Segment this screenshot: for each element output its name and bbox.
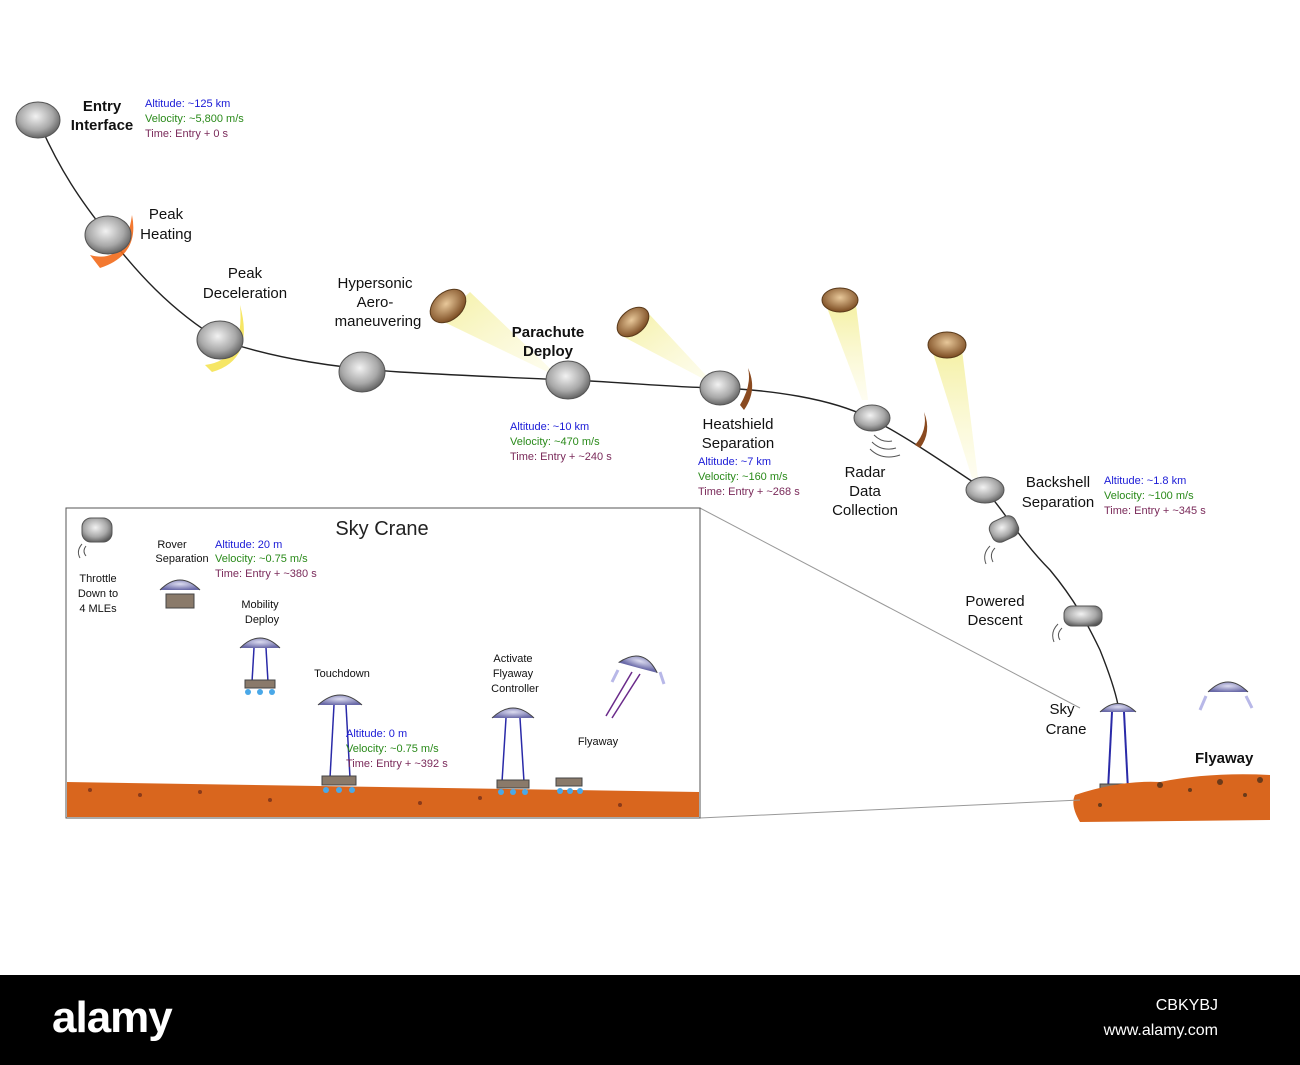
activate-flyaway-icon xyxy=(491,707,583,795)
flyaway-label: Flyaway xyxy=(1195,750,1254,767)
rover-separation-label: Rover xyxy=(157,539,187,551)
entry-capsule-icon xyxy=(15,101,61,139)
throttle-label: 4 MLEs xyxy=(79,603,117,615)
powered-descent-label: Descent xyxy=(967,612,1023,629)
touchdown-icon xyxy=(317,694,363,793)
radar-label: Data xyxy=(849,483,881,500)
inset-flyaway-icon xyxy=(605,655,666,719)
inset-flyaway-label: Flyaway xyxy=(578,736,619,748)
parachute-altitude: Altitude: ~10 km xyxy=(510,421,589,433)
mobility-deploy-icon xyxy=(239,637,281,695)
heatshield-altitude: Altitude: ~7 km xyxy=(698,456,771,468)
backshell-label: Backshell xyxy=(1026,474,1090,491)
throttle-label: Throttle xyxy=(79,573,116,585)
peak-deceleration-label: Peak xyxy=(228,265,263,282)
backshell-label: Separation xyxy=(1022,494,1095,511)
radar-label: Radar xyxy=(845,464,886,481)
flyaway-icon xyxy=(1198,681,1254,711)
throttle-label: Down to xyxy=(78,588,118,600)
peak-deceleration-capsule-icon xyxy=(196,305,244,372)
touchdown-altitude: Altitude: 0 m xyxy=(346,728,407,740)
peak-heating-label: Heating xyxy=(140,226,192,243)
peak-heating-label: Peak xyxy=(149,206,184,223)
heatshield-time: Time: Entry + ~268 s xyxy=(698,486,800,498)
entry-interface-label: Entry xyxy=(83,98,122,115)
mobility-deploy-label: Mobility xyxy=(241,599,279,611)
peak-deceleration-label: Deceleration xyxy=(203,285,287,302)
throttle-icon xyxy=(77,517,113,559)
footer-url: www.alamy.com xyxy=(1103,1022,1218,1039)
sky-crane-label: Crane xyxy=(1046,721,1087,738)
zoom-line xyxy=(699,507,1081,709)
activate-flyaway-label: Activate xyxy=(493,653,532,665)
backshell-velocity: Velocity: ~100 m/s xyxy=(1104,490,1194,502)
entry-interface-label: Interface xyxy=(71,117,134,134)
inset-ground xyxy=(67,782,699,817)
parachute-velocity: Velocity: ~470 m/s xyxy=(510,436,600,448)
parachute-time: Time: Entry + ~240 s xyxy=(510,451,612,463)
rover-separation-velocity: Velocity: ~0.75 m/s xyxy=(215,553,308,565)
peak-heating-capsule-icon xyxy=(84,215,134,268)
heatshield-label: Separation xyxy=(702,435,775,452)
parachute-deploy-label: Parachute xyxy=(512,324,585,341)
powered-descent-icon xyxy=(984,515,1103,643)
powered-descent-label: Powered xyxy=(965,593,1024,610)
rover-separation-icon xyxy=(159,579,201,609)
parachute-deploy-label: Deploy xyxy=(523,343,574,360)
sky-crane-inset xyxy=(65,507,701,819)
hypersonic-capsule-icon xyxy=(338,351,386,393)
touchdown-label: Touchdown xyxy=(314,668,370,680)
backshell-separation-icon xyxy=(927,331,1005,504)
alamy-logo: alamy xyxy=(52,993,173,1042)
heatshield-separation-icon xyxy=(616,306,753,410)
entry-velocity: Velocity: ~5,800 m/s xyxy=(145,113,244,125)
inset-title: Sky Crane xyxy=(335,518,428,540)
radar-label: Collection xyxy=(832,502,898,519)
edl-diagram: Entry Interface Altitude: ~125 km Veloci… xyxy=(15,98,1270,822)
rover-separation-label: Separation xyxy=(155,553,208,565)
activate-flyaway-label: Flyaway xyxy=(493,668,534,680)
entry-time: Time: Entry + 0 s xyxy=(145,128,229,140)
mobility-deploy-label: Deploy xyxy=(245,614,280,626)
rover-separation-time: Time: Entry + ~380 s xyxy=(215,568,317,580)
sky-crane-label: Sky xyxy=(1049,701,1075,718)
rover-separation-altitude: Altitude: 20 m xyxy=(215,539,282,551)
zoom-line xyxy=(699,799,1081,819)
right-ground xyxy=(1073,774,1270,822)
heatshield-label: Heatshield xyxy=(703,416,774,433)
activate-flyaway-label: Controller xyxy=(491,683,539,695)
hypersonic-label: Aero- xyxy=(357,294,394,311)
backshell-altitude: Altitude: ~1.8 km xyxy=(1104,475,1186,487)
footer-bar: alamy CBKYBJ www.alamy.com xyxy=(0,975,1300,1065)
touchdown-time: Time: Entry + ~392 s xyxy=(346,758,448,770)
hypersonic-label: maneuvering xyxy=(335,313,422,330)
backshell-time: Time: Entry + ~345 s xyxy=(1104,505,1206,517)
heatshield-velocity: Velocity: ~160 m/s xyxy=(698,471,788,483)
parachute-deploy-icon xyxy=(429,288,591,400)
touchdown-velocity: Velocity: ~0.75 m/s xyxy=(346,743,439,755)
entry-altitude: Altitude: ~125 km xyxy=(145,98,230,110)
image-id: CBKYBJ xyxy=(1155,997,1218,1014)
radar-collection-icon xyxy=(821,287,928,458)
trajectory-line xyxy=(39,124,1119,706)
hypersonic-label: Hypersonic xyxy=(337,275,413,292)
